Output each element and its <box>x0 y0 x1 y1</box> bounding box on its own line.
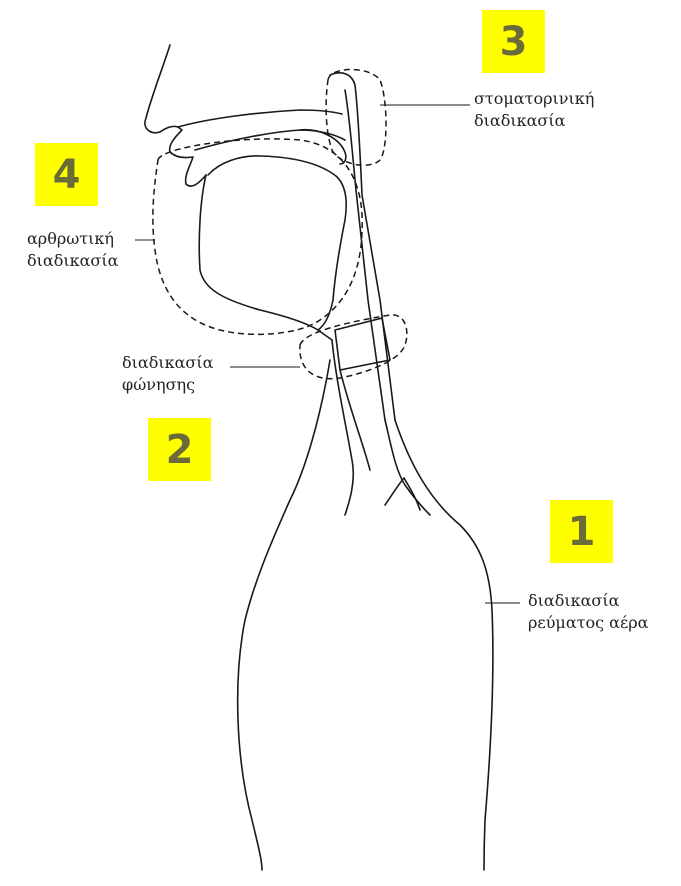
larynx <box>335 318 390 370</box>
label-3-line2: διαδικασία <box>474 110 594 132</box>
trachea-front <box>332 340 353 515</box>
badge-1: 1 <box>550 500 613 563</box>
label-4-line2: διαδικασία <box>27 250 118 272</box>
bronchi <box>385 420 430 515</box>
badge-4: 4 <box>35 143 98 206</box>
badge-2: 2 <box>148 418 211 481</box>
badge-4-number: 4 <box>53 152 81 198</box>
label-4-line1: αρθρωτική <box>27 228 118 250</box>
phonation-region <box>300 315 407 379</box>
articulation-region <box>153 139 362 334</box>
label-airstream-process: διαδικασία ρεύματος αέρα <box>528 590 648 634</box>
badge-2-number: 2 <box>166 427 194 473</box>
badge-3: 3 <box>482 10 545 73</box>
bronchi-split <box>385 478 420 510</box>
label-articulation-process: αρθρωτική διαδικασία <box>27 228 118 272</box>
label-1-line1: διαδικασία <box>528 590 648 612</box>
label-2-line1: διαδικασία <box>122 352 213 374</box>
oronasal-region <box>326 70 386 166</box>
label-phonation-process: διαδικασία φώνησης <box>122 352 213 396</box>
label-oronasal-process: στοματορινική διαδικασία <box>474 88 594 132</box>
tongue <box>208 156 346 330</box>
palate-line <box>178 110 342 127</box>
badge-3-number: 3 <box>500 19 528 65</box>
badge-1-number: 1 <box>568 509 596 555</box>
thorax-left <box>238 360 330 870</box>
pharynx-back-wall <box>345 90 385 420</box>
label-2-line2: φώνησης <box>122 374 213 396</box>
label-1-line2: ρεύματος αέρα <box>528 612 648 634</box>
label-3-line1: στοματορινική <box>474 88 594 110</box>
jaw-line <box>199 175 332 340</box>
face-profile <box>145 45 206 186</box>
